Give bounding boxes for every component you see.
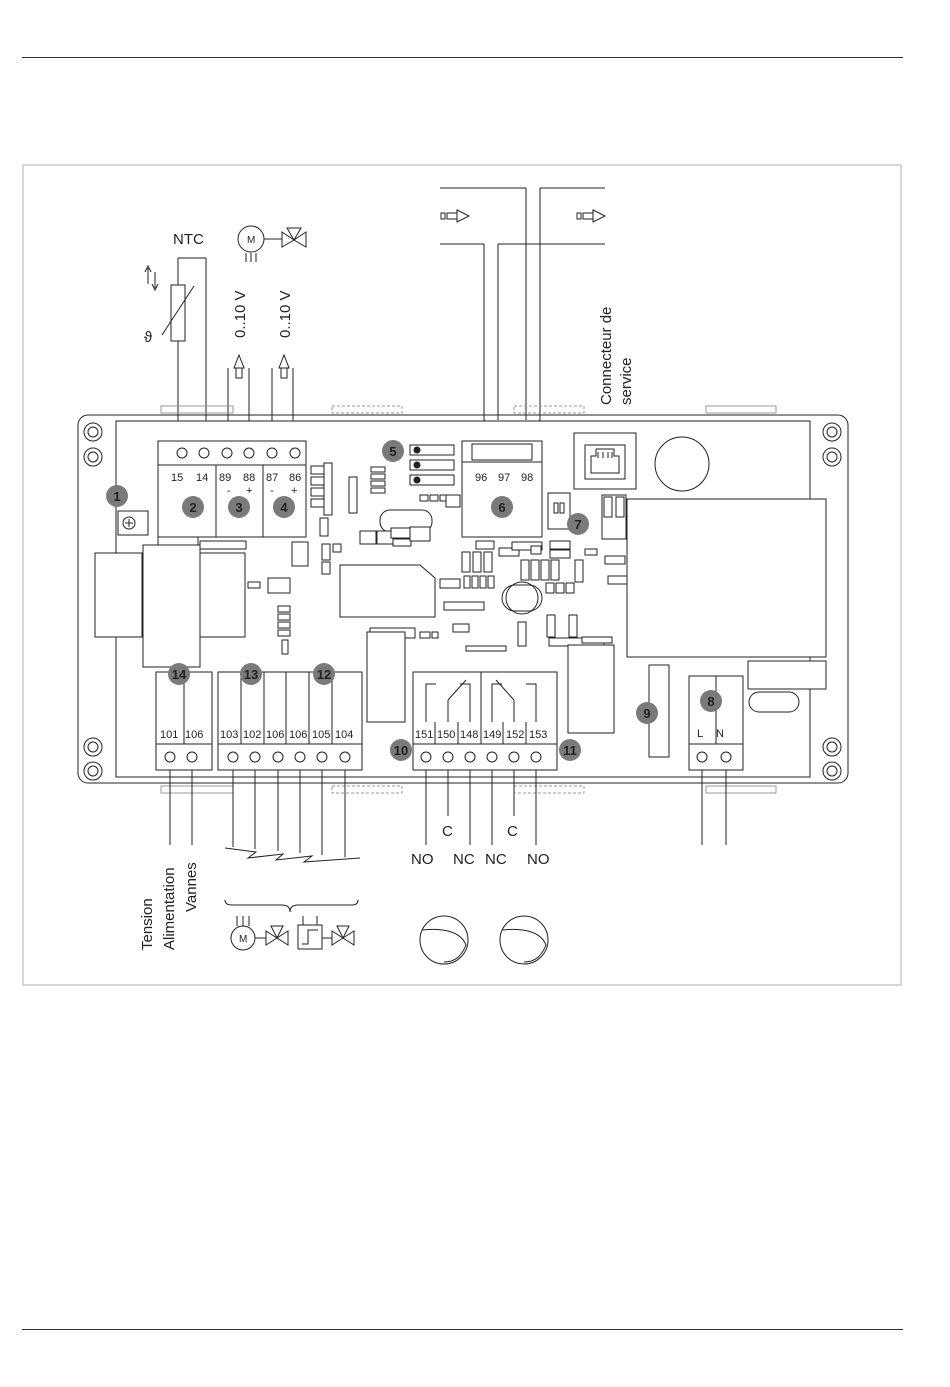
badge-14: 14 [168, 663, 190, 685]
badge-12: 12 [313, 663, 335, 685]
terminal-152: 152 [506, 729, 524, 741]
svg-text:13: 13 [244, 667, 258, 682]
terminal-106-a: 106 [185, 729, 203, 741]
svg-text:4: 4 [280, 500, 288, 515]
svg-text:1: 1 [113, 489, 120, 504]
badge-3: 3 [228, 496, 250, 518]
polarity-plus-2: + [291, 485, 297, 497]
polarity-minus-1: - [227, 485, 231, 497]
terminal-block-valves [218, 672, 362, 770]
terminal-150: 150 [437, 729, 455, 741]
pump-icon-1 [420, 916, 468, 964]
terminal-96: 96 [475, 472, 487, 484]
service-connector-label-1: Connecteur de [598, 307, 615, 405]
supply-label-3: Vannes [183, 862, 200, 912]
terminal-87: 87 [266, 472, 278, 484]
motor-label-bottom: M [239, 934, 247, 945]
svg-text:10: 10 [394, 743, 408, 758]
polarity-plus-1: + [246, 485, 252, 497]
terminal-104: 104 [335, 729, 353, 741]
supply-label-2: Alimentation [161, 867, 178, 950]
service-connector-label-2: service [618, 357, 635, 405]
badge-8: 8 [700, 690, 722, 712]
pump-icon-2 [500, 916, 548, 964]
terminal-148: 148 [460, 729, 478, 741]
terminal-153: 153 [529, 729, 547, 741]
badge-10: 10 [390, 739, 412, 761]
polarity-minus-2: - [270, 485, 274, 497]
svg-text:5: 5 [389, 444, 396, 459]
badge-7: 7 [567, 513, 589, 535]
contact-no-2: NO [527, 851, 550, 868]
thermal-valve-icon [298, 916, 354, 949]
terminal-block-supply [156, 672, 212, 770]
terminal-14: 14 [196, 472, 208, 484]
motor-label-top: M [247, 235, 255, 246]
ntc-label: NTC [173, 231, 204, 248]
terminal-105: 105 [312, 729, 330, 741]
terminal-98: 98 [521, 472, 533, 484]
badge-11: 11 [559, 739, 581, 761]
contact-no-1: NO [411, 851, 434, 868]
svg-text:3: 3 [235, 500, 242, 515]
voltage-label-2: 0..10 V [277, 290, 294, 338]
fuse [749, 692, 799, 712]
terminal-block-relays [413, 672, 557, 770]
terminal-88: 88 [243, 472, 255, 484]
svg-text:2: 2 [189, 500, 196, 515]
terminal-block-analog [158, 441, 306, 537]
terminal-block-power [689, 676, 743, 770]
terminal-l: L [697, 728, 703, 740]
badge-4: 4 [273, 496, 295, 518]
terminal-n: N [716, 728, 724, 740]
badge-2: 2 [182, 496, 204, 518]
terminal-149: 149 [483, 729, 501, 741]
svg-text:7: 7 [574, 517, 581, 532]
terminal-106-b: 106 [266, 729, 284, 741]
terminal-86: 86 [289, 472, 301, 484]
terminal-106-c: 106 [289, 729, 307, 741]
contact-nc-2: NC [485, 851, 507, 868]
badge-6: 6 [491, 496, 513, 518]
supply-label-1: Tension [139, 898, 156, 950]
svg-text:12: 12 [317, 667, 331, 682]
terminal-15: 15 [171, 472, 183, 484]
voltage-label-1: 0..10 V [232, 290, 249, 338]
display-area [627, 499, 826, 657]
terminal-151: 151 [415, 729, 433, 741]
terminal-97: 97 [498, 472, 510, 484]
svg-text:9: 9 [643, 706, 650, 721]
svg-text:11: 11 [563, 743, 577, 758]
contact-c-2: C [507, 823, 518, 840]
theta-symbol: ϑ [144, 329, 153, 346]
terminal-89: 89 [219, 472, 231, 484]
contact-c-1: C [442, 823, 453, 840]
badge-5: 5 [382, 440, 404, 462]
fuse-holder [748, 661, 826, 689]
badge-13: 13 [240, 663, 262, 685]
terminal-103: 103 [220, 729, 238, 741]
badge-9: 9 [636, 702, 658, 724]
svg-text:6: 6 [498, 500, 505, 515]
svg-text:8: 8 [707, 694, 714, 709]
terminal-block-digital [462, 441, 542, 537]
digital-io-wires [440, 188, 605, 432]
badge-1: 1 [106, 485, 128, 507]
terminal-101: 101 [160, 729, 178, 741]
terminal-102: 102 [243, 729, 261, 741]
svg-text:14: 14 [172, 667, 187, 682]
contact-nc-1: NC [453, 851, 475, 868]
bottom-wiring [170, 770, 726, 912]
